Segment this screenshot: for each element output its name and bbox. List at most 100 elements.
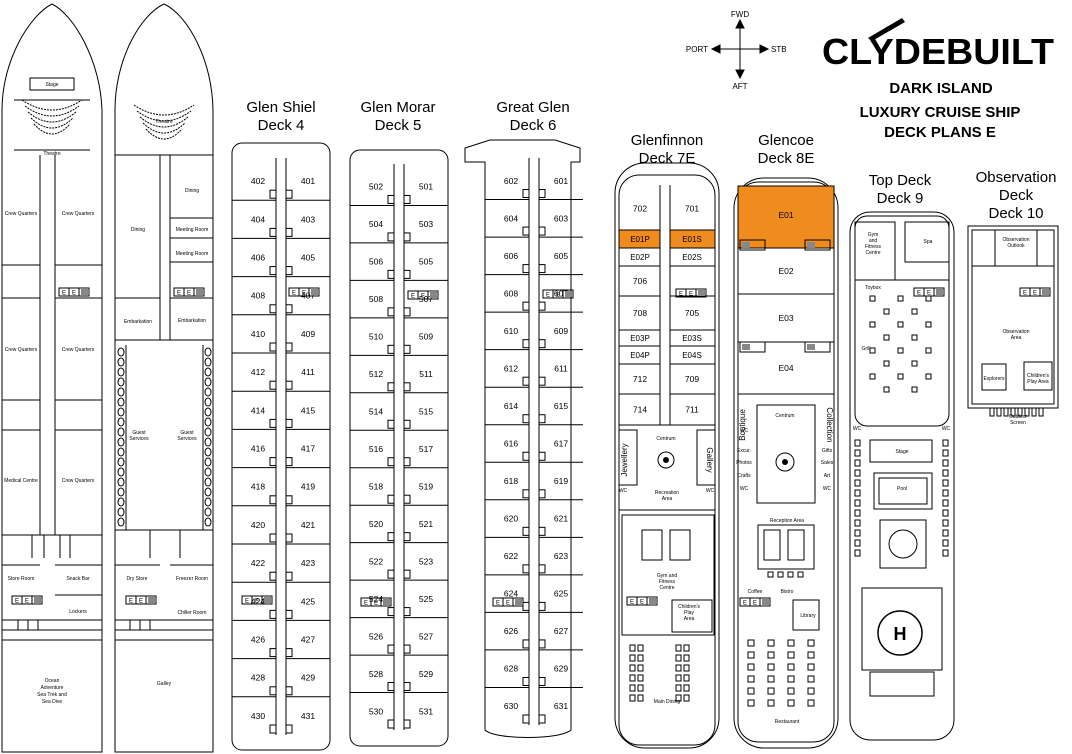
theatre-lift-b-e1: E	[129, 599, 133, 605]
embark-porthole-r	[204, 347, 212, 357]
d4-bath-r	[285, 724, 293, 734]
theatre-row-a	[27, 111, 77, 123]
d5-bath-r	[403, 682, 411, 692]
d7-dining-table	[637, 674, 644, 682]
embark-porthole-l	[117, 467, 125, 477]
d8-owner-suite	[737, 185, 835, 249]
d6-lift-a-box	[542, 289, 574, 299]
d5-bath-l	[387, 194, 395, 204]
d8-restaurant-table	[747, 651, 755, 659]
d8-restaurant-table	[747, 663, 755, 671]
d7-cabin-label: 709	[685, 374, 699, 384]
d6-bath-r	[538, 339, 546, 349]
d7-gym-seat-b	[669, 529, 691, 561]
d6-cabin-label: 618	[504, 476, 518, 486]
d6-lift-b-box	[492, 597, 524, 607]
d7-lift-b-e2: E	[640, 600, 644, 606]
d5-cabin-label: 505	[419, 257, 433, 267]
d5-cabin-label: 521	[419, 519, 433, 529]
theatre-row-b	[145, 128, 183, 140]
d8-restaurant-table	[747, 699, 755, 707]
d5-bath-l	[387, 607, 395, 617]
d4-lift-b-box	[241, 595, 273, 605]
d4-cabin-label: 420	[251, 520, 265, 530]
d6-bath-l	[522, 564, 530, 574]
crew-lift-b-e1: E	[15, 599, 19, 605]
d7-dining-table	[629, 674, 636, 682]
embark-porthole-r	[204, 457, 212, 467]
d4-bath-r	[285, 457, 293, 467]
crew-lift-b-hatch	[34, 597, 41, 603]
d6-bath-r	[538, 376, 546, 386]
embark-porthole-l	[117, 437, 125, 447]
d6-bath-l	[522, 639, 530, 649]
d6-cabin-label: 604	[504, 213, 518, 223]
d5-cabin-label: 518	[369, 481, 383, 491]
theatre-row-b	[133, 104, 195, 116]
embark-porthole-l	[117, 417, 125, 427]
d6-bath-l	[522, 526, 530, 536]
hull-deck-9	[849, 211, 955, 741]
d8-lift	[804, 341, 831, 353]
d6-cabin-label: 610	[504, 326, 518, 336]
d8-reception	[757, 524, 815, 570]
d6-lift-b-e1: E	[496, 601, 500, 607]
d8-cabin-label: E02	[778, 266, 793, 276]
d4-bath-l	[269, 571, 277, 581]
d4-lift-b-e1: E	[245, 599, 249, 605]
d5-bath-r	[403, 644, 411, 654]
d5-bath-l	[387, 382, 395, 392]
d4-bath-l	[269, 609, 277, 619]
d6-cabin-label: 623	[554, 551, 568, 561]
embark-porthole-r	[204, 417, 212, 427]
d4-cabin-label: 430	[251, 711, 265, 721]
d6-bath-r	[538, 264, 546, 274]
d7-cabin-label: 711	[685, 405, 699, 415]
d9-lounger-r	[942, 459, 949, 467]
d5-bath-l	[387, 419, 395, 429]
d5-cabin-label: 525	[419, 594, 433, 604]
theatre-lift-a-hatch	[196, 289, 203, 295]
d9-deck-chair	[911, 308, 918, 315]
d9-lounger-l	[854, 469, 861, 477]
d8-bistro-table	[777, 571, 784, 578]
embark-porthole-l	[117, 427, 125, 437]
d9-lounger-l	[854, 479, 861, 487]
d7-dining-table	[637, 664, 644, 672]
d5-bath-l	[387, 532, 395, 542]
d4-cabin-label: 428	[251, 673, 265, 683]
d7-dining-table	[683, 654, 690, 662]
d7-cabin-label: E02S	[682, 253, 702, 262]
d4-bath-l	[269, 457, 277, 467]
d6-cabin-label: 619	[554, 476, 568, 486]
d5-bath-l	[387, 644, 395, 654]
d8-restaurant-table	[747, 687, 755, 695]
d6-cabin-label: 614	[504, 401, 518, 411]
d4-cabin-label: 431	[301, 711, 315, 721]
d9-deck-chair	[925, 295, 932, 302]
d5-cabin-label: 510	[369, 332, 383, 342]
d7-suite-port	[618, 229, 661, 249]
d9-lounger-r	[942, 529, 949, 537]
d4-lift-a-e2: E	[302, 291, 306, 297]
d10-lift-e2: E	[1033, 291, 1037, 297]
d6-cabin-label: 631	[554, 701, 568, 711]
d8-lift-b-hatch	[762, 599, 769, 605]
embark-porthole-r	[204, 497, 212, 507]
d6-bath-l	[522, 489, 530, 499]
d5-bath-l	[387, 494, 395, 504]
theatre-lift-b-hatch	[148, 597, 155, 603]
d6-bath-r	[538, 714, 546, 724]
d6-cabin-label: 624	[504, 589, 518, 599]
d7-cabin-label: 702	[633, 204, 647, 214]
d9-lounger-r	[942, 489, 949, 497]
d7-lift-a-hatch	[698, 290, 705, 296]
d4-cabin-label: 423	[301, 558, 315, 568]
d8-cabin-label: E03	[778, 313, 793, 323]
d5-cabin-label: 503	[419, 219, 433, 229]
d8-lift	[739, 239, 766, 251]
d5-cabin-label: 508	[369, 294, 383, 304]
d4-bath-r	[285, 227, 293, 237]
d7-dining-table	[675, 694, 682, 702]
d4-cabin-label: 412	[251, 367, 265, 377]
